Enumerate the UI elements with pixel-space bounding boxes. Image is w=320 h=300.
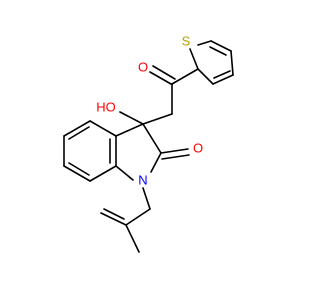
bond-c4-c5-double bbox=[68, 126, 90, 140]
bond-c5-c6 bbox=[210, 40, 232, 52]
bond-c3-c3a bbox=[115, 123, 144, 137]
bond-c-methyl bbox=[125, 224, 140, 253]
bond-ch2-c3 bbox=[142, 113, 173, 125]
bond-c4-c5 bbox=[63, 120, 91, 137]
molecule-structure: S O HO O N bbox=[63, 34, 234, 253]
bond-s-c2 bbox=[189, 48, 199, 70]
bond-c2-c3 bbox=[197, 68, 214, 85]
acyl-chain bbox=[142, 65, 199, 125]
bond-c6-c7-double bbox=[68, 162, 90, 176]
bond-n-c7a bbox=[115, 165, 134, 181]
bond-c7-c7a bbox=[89, 165, 117, 182]
methallyl-group bbox=[100, 187, 151, 253]
benzene-ring bbox=[63, 120, 117, 182]
sulfur-label: S bbox=[182, 34, 191, 49]
bond-c-ch2-2 bbox=[103, 208, 125, 220]
bond-c2-n bbox=[150, 152, 162, 173]
nitrogen-label: N bbox=[138, 173, 147, 188]
bond-ch2-c bbox=[125, 208, 151, 226]
bond-c3-c4 bbox=[212, 74, 234, 85]
thiophene-ring bbox=[189, 40, 234, 85]
ketone-oxygen-label: O bbox=[138, 60, 148, 75]
bond-carbonyl-o-2 bbox=[152, 65, 176, 80]
bond-c3-c4-double bbox=[213, 70, 231, 79]
bond-c5-c6-double bbox=[209, 46, 227, 56]
bond-c6-s bbox=[197, 40, 212, 46]
bond-c-ch2-1 bbox=[100, 212, 127, 226]
bond-c4-c5 bbox=[230, 50, 234, 76]
structure-canvas: S O HO O N bbox=[63, 34, 234, 253]
bond-c2-o-2 bbox=[161, 154, 190, 160]
lactam-oxygen-label: O bbox=[193, 141, 203, 156]
bond-c6-c7 bbox=[63, 165, 91, 182]
bond-c3-oh bbox=[119, 111, 144, 125]
bond-c3a-c4 bbox=[89, 120, 117, 137]
oxindole-core bbox=[115, 111, 190, 181]
bond-n-ch2 bbox=[142, 187, 151, 210]
bond-carbonyl-o-1 bbox=[149, 71, 172, 85]
bond-carbonyl-thiophene bbox=[171, 68, 199, 85]
bond-c3-c2 bbox=[142, 123, 162, 154]
bond-c2-o-1 bbox=[160, 148, 189, 154]
hydroxyl-label: HO bbox=[96, 100, 116, 115]
